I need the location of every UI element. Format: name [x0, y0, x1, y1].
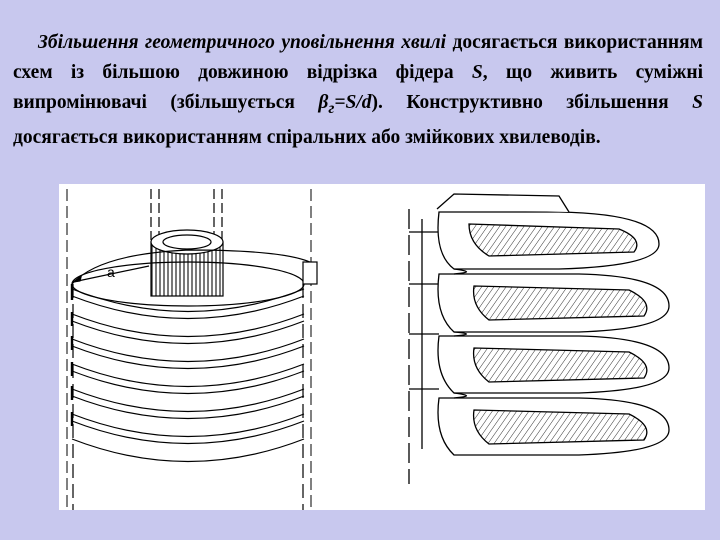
waveguide-figure: a	[59, 184, 705, 510]
symbol-beta: β	[318, 92, 329, 113]
text-part-4: досягається використанням спіральних або…	[13, 126, 601, 148]
dimension-a-label: a	[107, 264, 115, 280]
serpentine-waveguide-drawing	[408, 193, 670, 484]
lead-phrase: Збільшення геометричного уповільнення хв…	[38, 32, 447, 53]
text-part-2: , що живить суміжні випромінювачі (збіль…	[13, 62, 703, 113]
spiral-waveguide-drawing	[66, 189, 318, 510]
text-part-3: ). Конструктивно збільшення	[371, 92, 693, 113]
symbol-beta-subscript: г	[328, 98, 335, 117]
symbol-s-2: S	[692, 92, 704, 113]
slide-body-text: Збільшення геометричного уповільнення хв…	[13, 28, 703, 153]
text-part-1: досягається використанням схем із більшо…	[13, 32, 703, 83]
symbol-s: S	[471, 62, 483, 83]
formula-tail: =S/d	[334, 92, 372, 113]
